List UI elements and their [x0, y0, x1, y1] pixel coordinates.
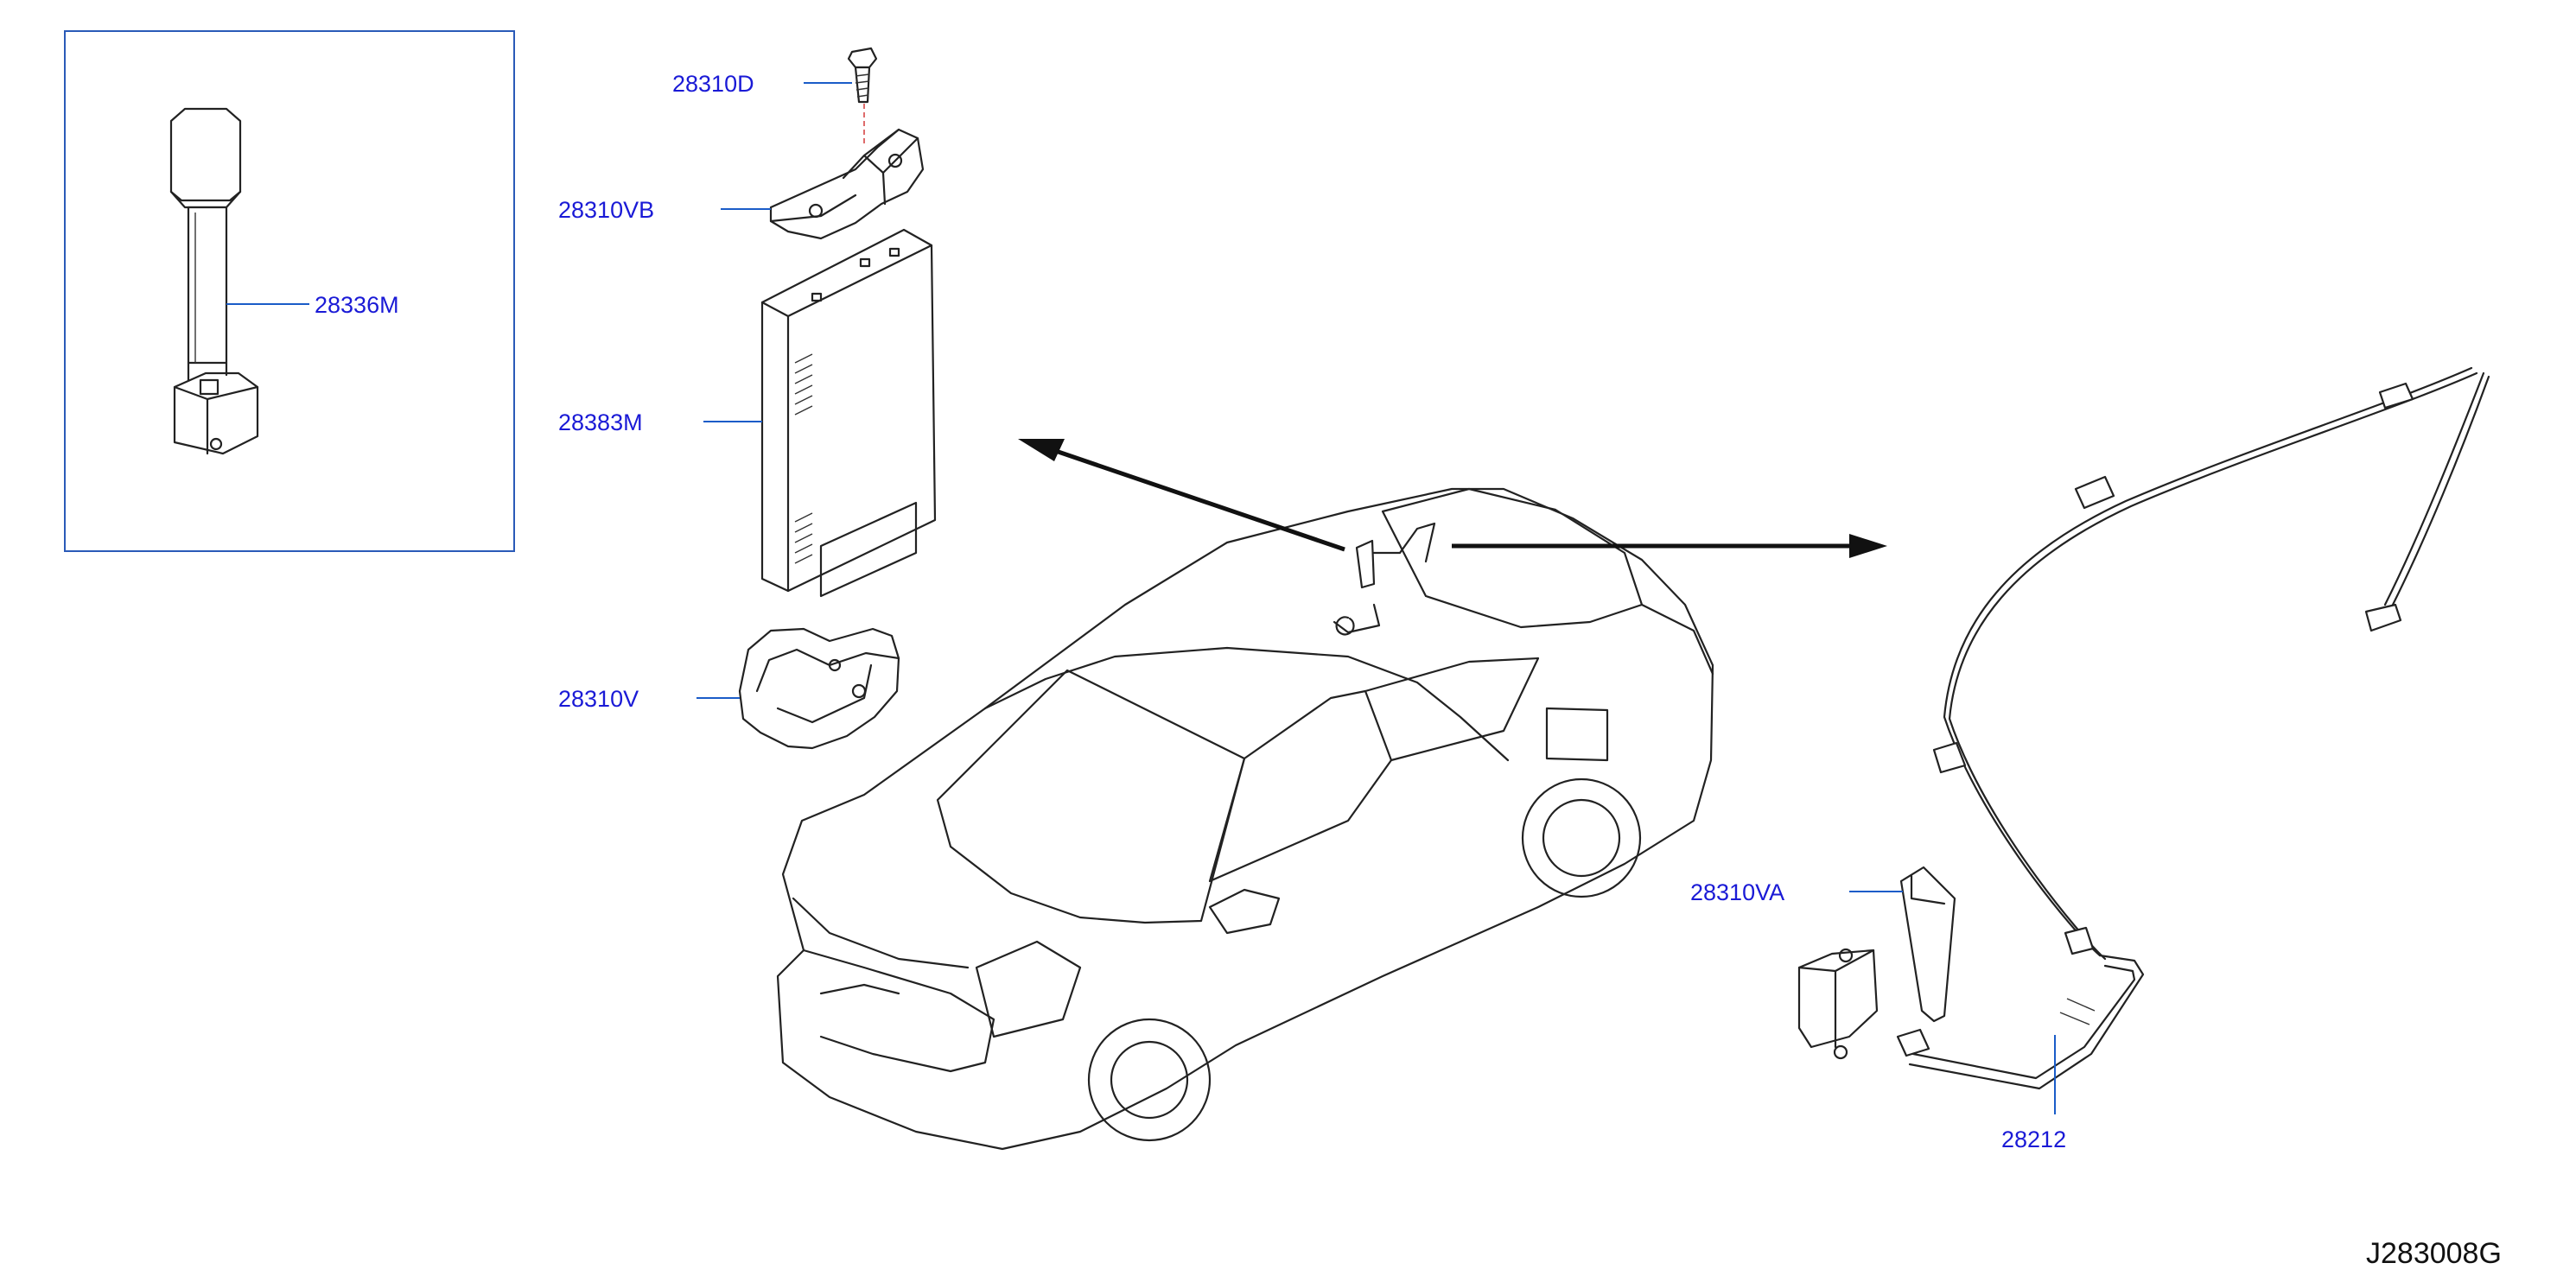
- label-28310d: 28310D: [672, 71, 754, 97]
- lower-bracket-28310v: [738, 627, 900, 750]
- antenna-harness-28212: [1896, 366, 2490, 1090]
- connector-cable-28336m: [169, 107, 259, 455]
- label-28310v: 28310V: [558, 686, 639, 712]
- car-body: [776, 487, 1714, 1151]
- bolt-28310d: [847, 47, 878, 104]
- amplifier-28310va: [1797, 866, 1956, 1060]
- roof-antenna: [1333, 522, 1436, 636]
- control-unit-28383m: [760, 228, 937, 598]
- arrow-to-antenna-harness: [1452, 534, 1887, 558]
- diagram-code: J283008G: [2366, 1237, 2502, 1270]
- label-28336m: 28336M: [315, 292, 399, 318]
- upper-bracket-28310vb: [769, 128, 925, 240]
- label-28212: 28212: [2001, 1127, 2067, 1152]
- label-28310vb: 28310VB: [558, 197, 655, 223]
- inset-frame: [64, 30, 515, 552]
- arrow-to-control-unit: [1018, 439, 1345, 552]
- label-28310va: 28310VA: [1690, 879, 1785, 905]
- label-28383m: 28383M: [558, 409, 643, 435]
